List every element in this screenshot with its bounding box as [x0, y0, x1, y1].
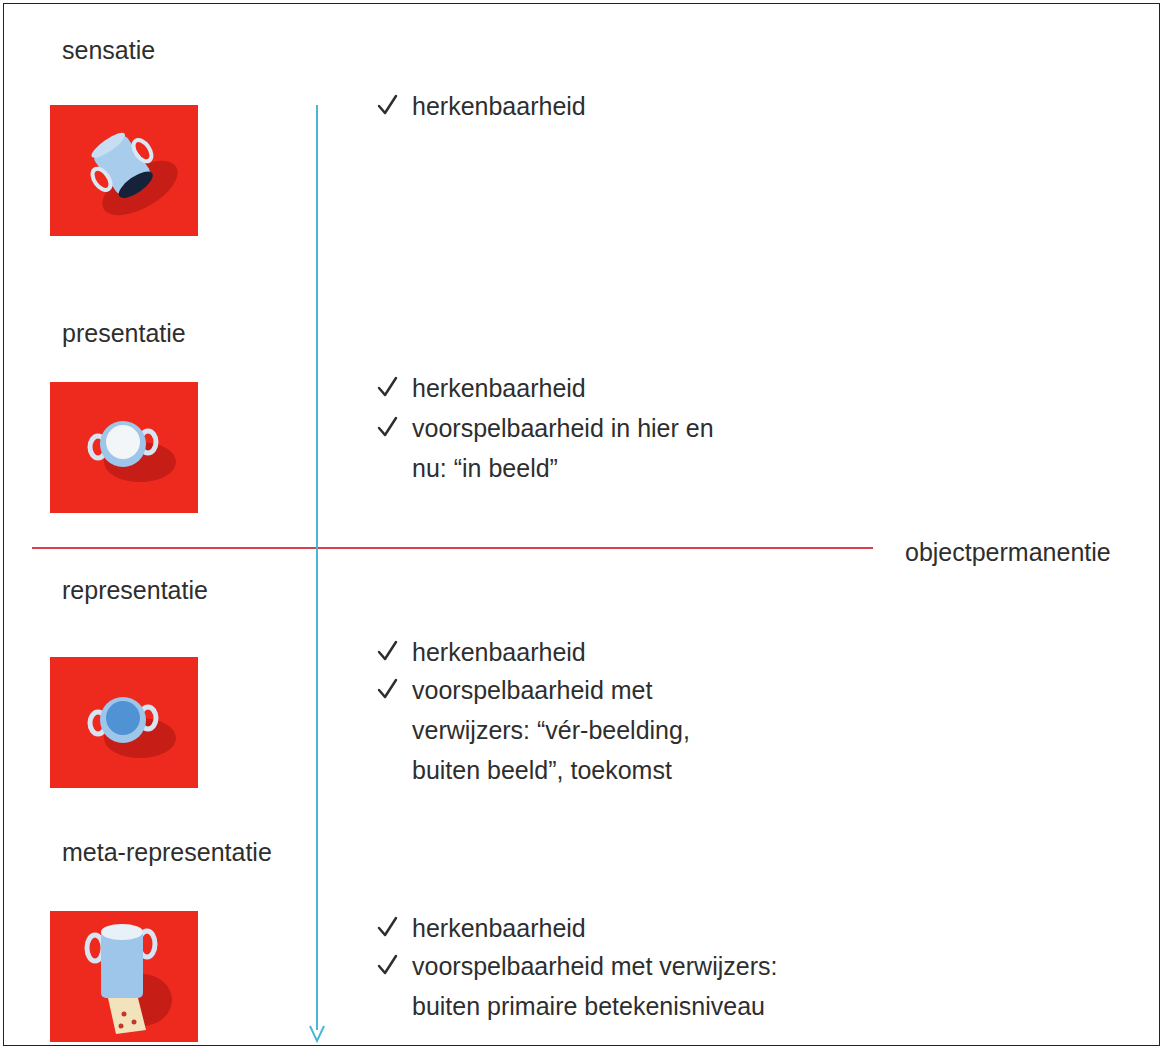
- cup-photo: [50, 105, 198, 236]
- frame-border: [4, 4, 1160, 1046]
- check-mark: [379, 378, 396, 395]
- criterion-item: voorspelbaarheid met verwijzers: “vér-be…: [412, 670, 732, 790]
- check-mark: [379, 918, 396, 935]
- check-mark: [379, 956, 396, 973]
- development-arrow: [316, 105, 318, 1030]
- criterion-item: voorspelbaarheid met verwijzers: buiten …: [412, 946, 812, 1026]
- boundary-label: objectpermanentie: [905, 532, 1111, 572]
- check-mark: [379, 642, 396, 659]
- stage-heading: sensatie: [62, 30, 155, 70]
- stage-heading: representatie: [62, 570, 208, 610]
- criterion-item: herkenbaarheid: [412, 908, 586, 948]
- stage-heading: meta-representatie: [62, 832, 272, 872]
- criterion-item: voorspelbaarheid in hier en nu: “in beel…: [412, 408, 732, 488]
- criterion-item: herkenbaarheid: [412, 368, 586, 408]
- criterion-item: herkenbaarheid: [412, 86, 586, 126]
- boundary-line: [32, 547, 873, 549]
- check-mark: [379, 680, 396, 697]
- check-mark: [379, 418, 396, 435]
- stage-heading: presentatie: [62, 313, 186, 353]
- arrow-head: [310, 1026, 324, 1041]
- criterion-item: herkenbaarheid: [412, 632, 586, 672]
- cup-photo: [50, 657, 198, 788]
- cup-photo: [50, 911, 198, 1042]
- check-mark: [379, 96, 396, 113]
- cup-photo: [50, 382, 198, 513]
